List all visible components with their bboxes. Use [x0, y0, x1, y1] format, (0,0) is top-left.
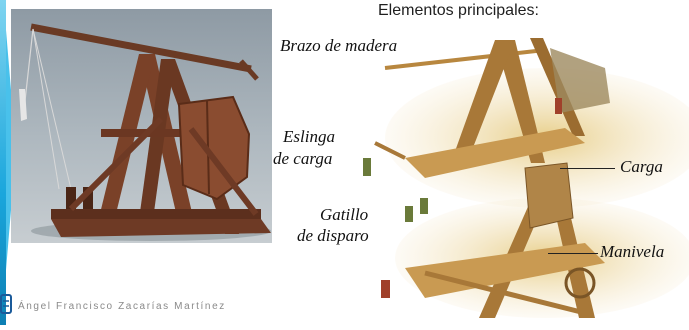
- label-de-carga: de carga: [273, 149, 333, 168]
- label-carga: Carga: [620, 157, 663, 176]
- slide-title: Elementos principales:: [378, 2, 539, 19]
- accent-bar: [0, 0, 6, 325]
- logo-icon: [0, 294, 12, 314]
- label-manivela: Manivela: [600, 242, 665, 261]
- leader-carga: [560, 168, 615, 169]
- label-de-disparo: de disparo: [297, 226, 369, 245]
- author-name: Ángel Francisco Zacarías Martínez: [18, 301, 226, 312]
- label-gatillo: Gatillo: [320, 205, 369, 224]
- leader-manivela: [548, 253, 598, 254]
- label-brazo-de-madera: Brazo de madera: [280, 36, 398, 55]
- label-eslinga: Eslinga: [283, 127, 335, 146]
- trebuchet-photo: [11, 9, 272, 243]
- trebuchet-illustration: [345, 18, 689, 325]
